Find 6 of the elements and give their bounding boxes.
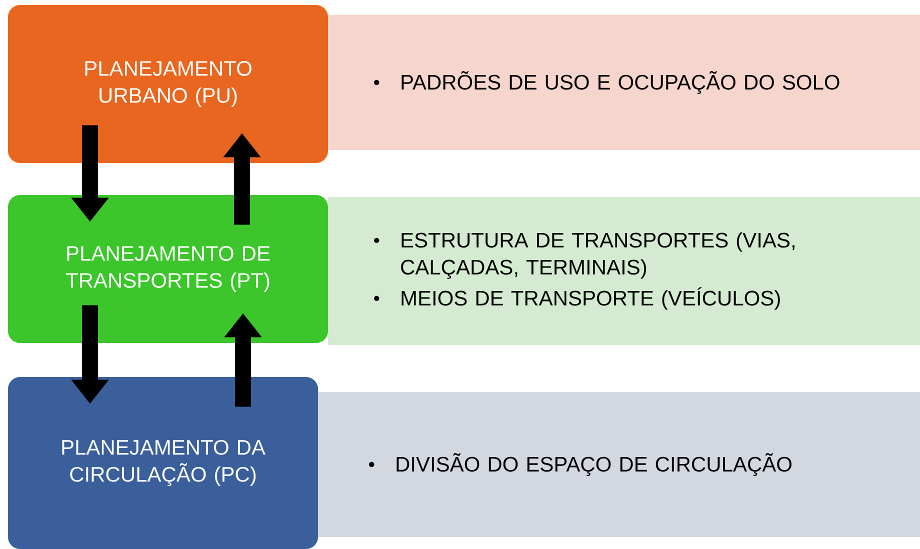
stage-box: PLANEJAMENTO URBANO (PU)	[8, 5, 328, 163]
stage-box: PLANEJAMENTO DE TRANSPORTES (PT)	[8, 195, 328, 343]
description-panel: ESTRUTURA DE TRANSPORTES (VIAS, CALÇADAS, TERMINAIS) MEIOS DE TRANSPORTE (VEÍCULOS)	[328, 197, 920, 345]
description-panel: DIVISÃO DO ESPAÇO DE CIRCULAÇÃO	[318, 392, 920, 537]
description-panel: PADRÕES DE USO E OCUPAÇÃO DO SOLO	[328, 15, 920, 150]
stage-box: PLANEJAMENTO DA CIRCULAÇÃO (PC)	[8, 377, 318, 549]
